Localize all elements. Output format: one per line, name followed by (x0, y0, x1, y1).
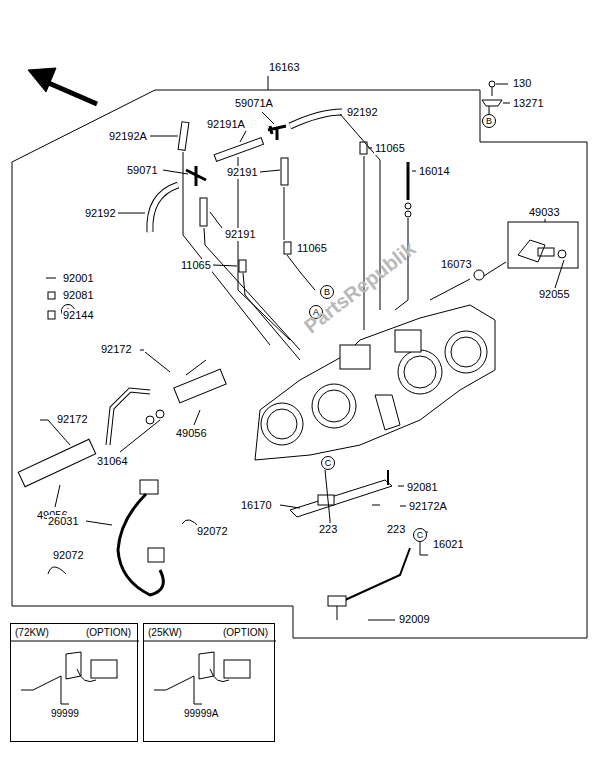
callout-number: 16021 (432, 538, 465, 551)
callout-number: 31064 (96, 455, 129, 468)
option-heading: (OPTION) (86, 627, 131, 639)
reference-letter: B (483, 115, 495, 127)
callout-number: 130 (512, 77, 532, 90)
callout-number: 92081 (406, 481, 439, 494)
callout-number: 92172 (100, 343, 133, 356)
callout-number: 92001 (62, 272, 95, 285)
callout-number: 92081 (62, 289, 95, 302)
callout-number: 13271 (512, 97, 545, 110)
callout-number: 92192 (346, 106, 379, 119)
callout-number: 11065 (374, 142, 406, 155)
option-heading: (72KW) (15, 627, 49, 639)
callout-number: 92192A (108, 130, 148, 143)
callout-number: 16073 (440, 258, 473, 271)
option-part (11, 624, 139, 743)
callout-number: 49056 (175, 427, 208, 440)
callout-number: 11065 (180, 259, 212, 272)
option-heading: (25KW) (148, 627, 182, 639)
reference-circle: B (482, 114, 496, 128)
callout-number: 92009 (398, 613, 431, 626)
callout-number: 49033 (528, 206, 561, 219)
reference-circle: C (321, 456, 335, 470)
reference-letter: C (414, 529, 426, 541)
callout-number: 92172 (56, 413, 89, 426)
callout-number: 92191 (226, 166, 259, 179)
part-number: 99999 (51, 708, 79, 720)
callout-number: 92055 (538, 288, 571, 301)
callout-number: 92072 (196, 525, 229, 538)
part-number: 99999A (184, 708, 218, 720)
callout-number: 59071 (126, 164, 159, 177)
callout-number: 16170 (240, 499, 273, 512)
callout-number: 26031 (47, 515, 80, 528)
callout-number: 223 (318, 523, 338, 536)
option-heading: (OPTION) (223, 627, 268, 639)
callout-number: 92072 (52, 549, 85, 562)
callout-number: 92144 (62, 309, 95, 322)
option-box: (72KW) (OPTION) 99999 (10, 623, 138, 742)
callout-number: 92191A (206, 118, 246, 131)
callout-number: 92192 (84, 207, 117, 220)
option-box: (25KW) (OPTION) 99999A (143, 623, 275, 742)
callout-number: 16163 (268, 61, 301, 74)
option-part (144, 624, 276, 743)
callout-number: 59071A (234, 97, 274, 110)
callout-number: 92172A (408, 500, 448, 513)
reference-letter: C (322, 457, 334, 469)
reference-circle: C (413, 528, 427, 542)
callout-number: 16014 (418, 165, 451, 178)
callout-number: 223 (386, 523, 406, 536)
callout-number: 92191 (224, 228, 257, 241)
callout-number: 11065 (296, 242, 328, 255)
